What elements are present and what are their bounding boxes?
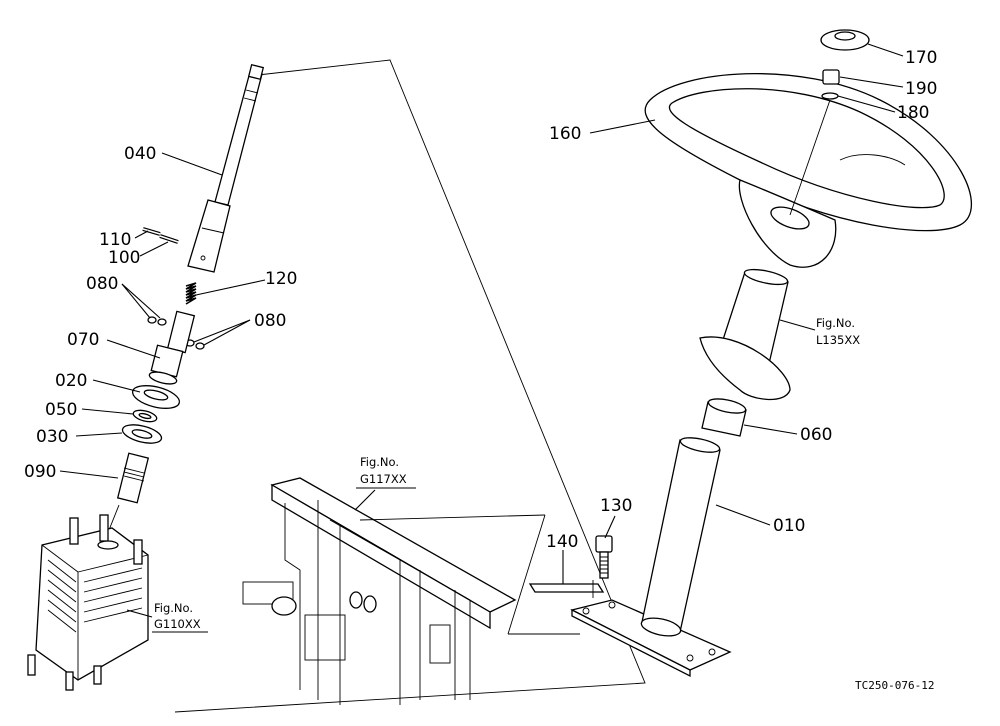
o-rings-080: [147, 316, 205, 350]
washer-050: [132, 409, 158, 423]
figure-ref-g110xx: Fig.No. G110XX: [152, 601, 208, 633]
frame-g117xx: [242, 477, 580, 705]
part-labels: 040 110 100 120 080 080 070 020 050 030 …: [24, 48, 937, 552]
label-110: 110: [99, 230, 131, 250]
label-040: 040: [124, 144, 156, 164]
drawing-code: TC250-076-12: [855, 679, 934, 692]
gearbox-g110xx: [27, 514, 149, 691]
bearing-020: [131, 385, 181, 409]
bushing-060: [701, 398, 747, 437]
label-080-left: 080: [86, 274, 118, 294]
cover-l135xx: [699, 268, 791, 401]
label-160: 160: [549, 124, 581, 144]
label-030: 030: [36, 427, 68, 447]
label-140: 140: [546, 532, 578, 552]
label-080-right: 080: [254, 311, 286, 331]
fig-ref-g117xx-line1: Fig.No.: [360, 455, 399, 469]
coupling-070: [148, 310, 196, 385]
label-070: 070: [67, 330, 99, 350]
pin-110: [142, 227, 161, 236]
leader-lines: [59, 43, 904, 618]
ring-030: [121, 424, 163, 444]
spring-120: [185, 282, 197, 305]
bolt-130: [595, 535, 613, 579]
column-tube-010: [640, 437, 721, 637]
cap-170: [820, 29, 870, 51]
fig-ref-g117xx-line2: G117XX: [360, 472, 407, 486]
column-base-plate: [570, 599, 732, 678]
boundary-bracket-lines: [174, 59, 646, 713]
label-090: 090: [24, 462, 56, 482]
plate-140: [528, 580, 605, 598]
pin-100: [159, 234, 179, 244]
label-130: 130: [600, 496, 632, 516]
fig-ref-g110xx-line1: Fig.No.: [154, 601, 193, 615]
label-060: 060: [800, 425, 832, 445]
washer-180: [821, 92, 839, 100]
steering-wheel-160: [644, 73, 973, 268]
fig-ref-l135xx-line2: L135XX: [816, 333, 860, 347]
figure-ref-g117xx: Fig.No. G117XX: [356, 455, 416, 489]
label-010: 010: [773, 516, 805, 536]
label-120: 120: [265, 269, 297, 289]
fig-ref-g110xx-line2: G110XX: [154, 617, 201, 631]
label-190: 190: [905, 79, 937, 99]
nut-190: [822, 69, 840, 85]
fig-ref-l135xx-line1: Fig.No.: [816, 316, 855, 330]
figure-ref-l135xx: Fig.No. L135XX: [816, 316, 860, 347]
label-180: 180: [897, 103, 929, 123]
label-050: 050: [45, 400, 77, 420]
steering-shaft-040: [187, 63, 265, 273]
label-100: 100: [108, 248, 140, 268]
sleeve-090: [104, 452, 150, 541]
label-020: 020: [55, 371, 87, 391]
label-170: 170: [905, 48, 937, 68]
